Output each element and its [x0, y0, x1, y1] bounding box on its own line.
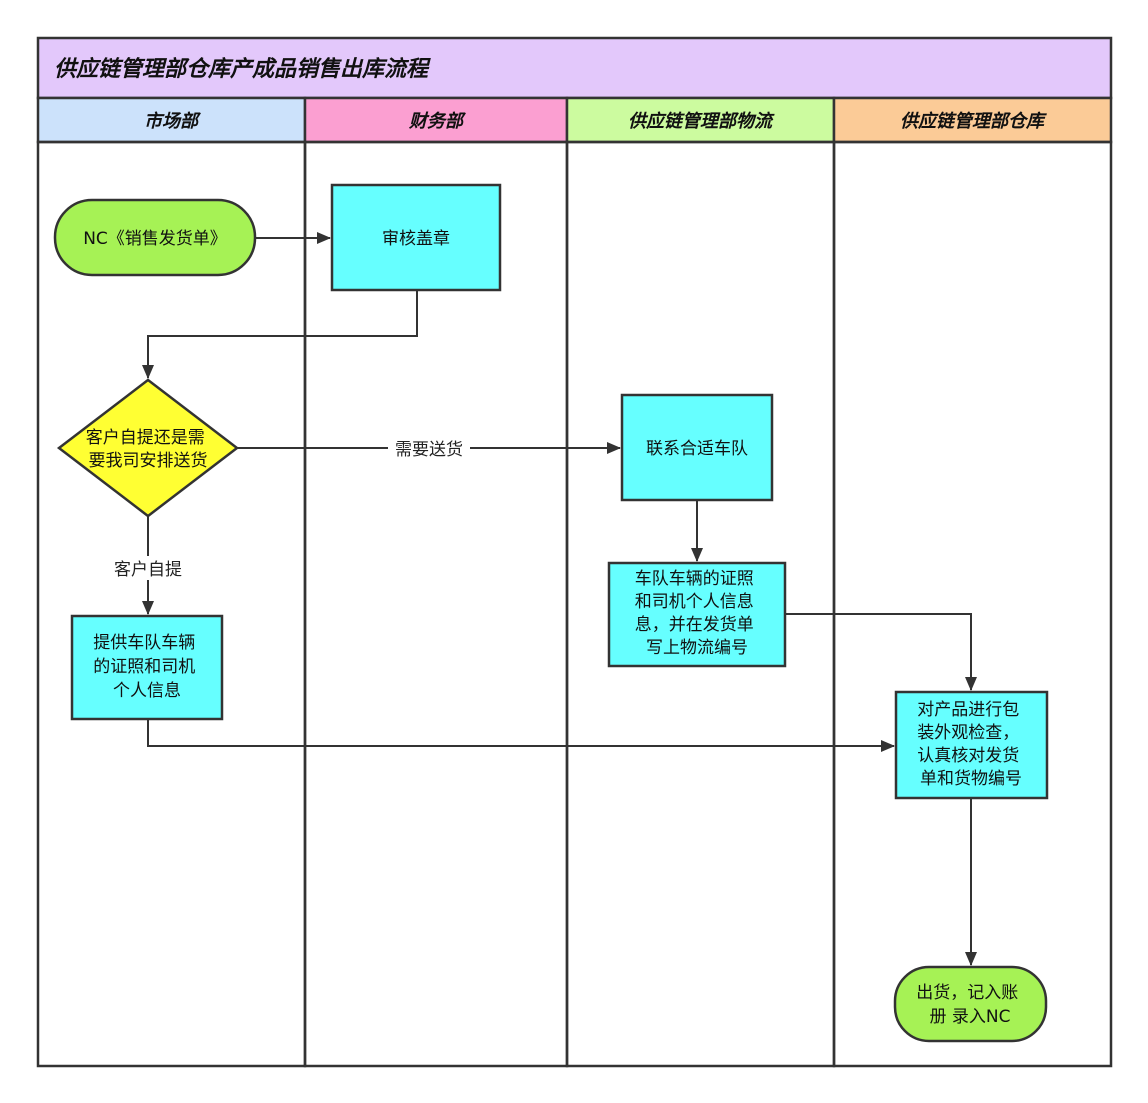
lane-label-warehouse: 供应链管理部仓库: [900, 111, 1047, 132]
node-inspect-label: 对产品进行包 装外观检查， 认真核对发货 单和货物编号: [917, 700, 1024, 789]
lane-body-warehouse: [832, 140, 1113, 1068]
lane-body-market: [36, 140, 307, 1068]
node-review-stamp-label: 审核盖章: [382, 229, 450, 249]
edge-review-to-decision: [142, 290, 418, 379]
node-nc-sales-order: [53, 198, 257, 277]
title-bar: [36, 36, 1113, 100]
node-ship-label: 出货，记入账 册 录入NC: [916, 983, 1023, 1027]
node-provide-info-label: 提供车队车辆 的证照和司机 个人信息: [93, 633, 200, 701]
node-fleet-info-logistics: [607, 561, 787, 668]
node-provide-info: [70, 614, 224, 721]
node-contact-fleet: [620, 393, 774, 502]
node-review-stamp: [330, 183, 502, 292]
lane-label-finance: 财务部: [408, 111, 466, 132]
node-decision-label: 客户自提还是需 要我司安排送货: [86, 428, 210, 471]
edge-label-delivery: 需要送货: [395, 440, 463, 460]
node-ship: [893, 965, 1048, 1043]
lane-label-logistics: 供应链管理部物流: [628, 111, 775, 132]
page-title: 供应链管理部仓库产成品销售出库流程: [54, 56, 431, 82]
lane-label-market: 市场部: [144, 111, 201, 132]
edge-provide-to-inspect: [147, 719, 895, 752]
lane-header-market: [36, 96, 307, 144]
node-inspect: [894, 690, 1049, 800]
edge-fleetinfo-to-inspect: [785, 613, 977, 691]
node-contact-fleet-label: 联系合适车队: [646, 439, 748, 459]
node-decision: [56, 378, 240, 518]
node-nc-sales-order-label: NC《销售发货单》: [83, 229, 227, 249]
node-fleet-info-logistics-label: 车队车辆的证照 和司机个人信息 息，并在发货单 写上物流编号: [635, 569, 759, 658]
edge-label-self-pickup: 客户自提: [114, 560, 182, 580]
